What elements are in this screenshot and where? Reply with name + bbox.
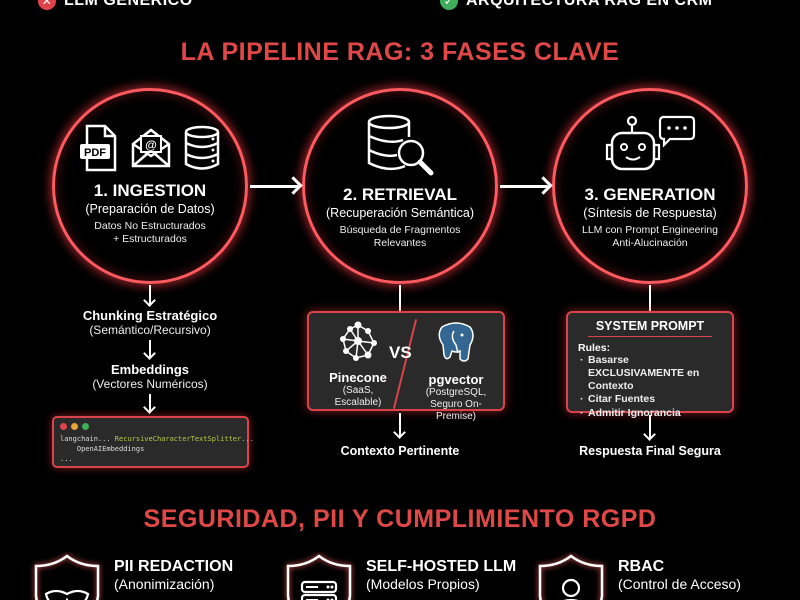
code-token-highlight: RecursiveCharacterTextSplitter... <box>114 435 254 443</box>
phase-description: Búsqueda de Fragmentos Relevantes <box>340 224 461 250</box>
security-item-subtitle: (Modelos Propios) <box>366 576 480 592</box>
step-title: Chunking Estratégico <box>82 308 218 323</box>
desc-line: Búsqueda de Fragmentos <box>339 224 461 236</box>
phase-description: Datos No Estructurados + Estructurados <box>94 220 205 246</box>
rules-label: Rules: <box>578 342 611 354</box>
code-line: OpenAIEmbeddings <box>60 445 145 453</box>
desc-line: LLM con Prompt Engineering <box>582 224 718 236</box>
robot-chat-icon <box>605 115 696 171</box>
database-icon <box>184 125 220 170</box>
desc-line: Relevantes <box>373 237 427 250</box>
email-icon: @ <box>131 128 171 168</box>
arrow-down-icon <box>149 285 151 305</box>
step-title: Embeddings <box>110 362 189 377</box>
step-chunking: Chunking Estratégico (Semántico/Recursiv… <box>50 308 250 337</box>
pgvector-name: pgvector <box>428 372 484 387</box>
header-left-label: LLM GENÉRICO <box>64 0 193 9</box>
rule-item: Citar Fuentes <box>578 393 722 406</box>
arrow-down-icon <box>649 415 651 439</box>
security-item-rbac: RBAC (Control de Acceso) <box>534 552 741 600</box>
security-item-subtitle: (Control de Acceso) <box>618 576 741 592</box>
phase-retrieval: 2. RETRIEVAL (Recuperación Semántica) Bú… <box>302 88 498 284</box>
arrow-down-icon <box>149 340 151 358</box>
header-rag-architecture: ✓ ARQUITECTURA RAG EN CRM <box>440 0 712 10</box>
phase-title: 3. GENERATION <box>584 185 716 204</box>
phase-generation: 3. GENERATION (Síntesis de Respuesta) LL… <box>552 88 748 284</box>
vs-label: VS <box>389 343 412 362</box>
code-snippet: langchain... RecursiveCharacterTextSplit… <box>52 416 254 468</box>
pdf-file-icon: PDF <box>80 124 117 172</box>
phase-description: LLM con Prompt Engineering Anti-Alucinac… <box>582 224 718 250</box>
security-item-pii: PII REDACTION (Anonimización) <box>30 552 233 600</box>
svg-text:@: @ <box>145 138 157 152</box>
security-item-subtitle: (Anonimización) <box>114 576 215 592</box>
vector-db-comparison: Pinecone (SaaS, Escalable) VS pgvector (… <box>307 311 505 422</box>
rule-item: Basarse EXCLUSIVAMENTE en Contexto <box>578 354 722 393</box>
arrow-right-icon <box>500 185 548 188</box>
check-icon: ✓ <box>440 0 458 10</box>
database-search-icon <box>367 114 434 176</box>
arrow-down-icon <box>149 394 151 412</box>
connector-line <box>649 285 651 311</box>
phase-ingestion: PDF @ 1. INGESTION (Preparación de Datos… <box>52 88 248 284</box>
maximize-dot-icon <box>82 423 89 430</box>
network-graph-icon <box>340 321 377 361</box>
security-title: SEGURIDAD, PII Y CUMPLIMIENTO RGPD <box>143 505 657 533</box>
postgresql-elephant-icon <box>438 322 474 362</box>
code-text: langchain... RecursiveCharacterTextSplit… <box>60 434 254 464</box>
arrow-right-icon <box>250 185 298 188</box>
mask-shield-icon <box>34 554 100 600</box>
phase-title: 2. RETRIEVAL <box>343 185 457 204</box>
code-token: langchain... <box>60 435 115 443</box>
system-prompt-title: SYSTEM PROMPT <box>588 319 712 337</box>
code-line: ... <box>60 455 73 463</box>
pinecone-sub: (SaaS, <box>342 385 374 396</box>
phase-subtitle: (Recuperación Semántica) <box>326 206 474 220</box>
security-item-title: SELF-HOSTED LLM <box>366 558 517 575</box>
x-icon: ✕ <box>38 0 56 10</box>
security-item-title: PII REDACTION <box>114 558 234 575</box>
step-subtitle: (Vectores Numéricos) <box>92 377 208 391</box>
security-item-self-hosted: SELF-HOSTED LLM (Modelos Propios) <box>282 552 516 600</box>
pipeline-title: LA PIPELINE RAG: 3 FASES CLAVE <box>180 38 620 66</box>
pgvector-sub: (PostgreSQL, <box>425 387 487 398</box>
security-item-title: RBAC <box>618 558 665 575</box>
step-subtitle: (Semántico/Recursivo) <box>89 323 211 337</box>
arrow-down-icon <box>399 413 401 437</box>
phase-title: 1. INGESTION <box>93 181 207 200</box>
pgvector-option: pgvector (PostgreSQL, Seguro On-Premise) <box>411 321 501 423</box>
phase-subtitle: (Síntesis de Respuesta) <box>583 206 717 220</box>
rule-item: Admitir Ignorancia <box>578 407 722 420</box>
phase-subtitle: (Preparación de Datos) <box>85 202 215 216</box>
close-dot-icon <box>60 423 67 430</box>
window-dots <box>60 423 241 430</box>
header-right-label: ARQUITECTURA RAG EN CRM <box>466 0 713 9</box>
rules-list: Basarse EXCLUSIVAMENTE en Contexto Citar… <box>578 354 722 420</box>
minimize-dot-icon <box>71 423 78 430</box>
svg-text:PDF: PDF <box>84 147 106 159</box>
step-embeddings: Embeddings (Vectores Numéricos) <box>50 362 250 391</box>
pinecone-name: Pinecone <box>329 370 387 385</box>
generation-result: Respuesta Final Segura <box>579 444 721 458</box>
desc-line: Datos No Estructurados <box>94 220 206 232</box>
user-shield-icon <box>538 554 604 600</box>
pinecone-option: Pinecone (SaaS, Escalable) <box>313 321 403 409</box>
pgvector-sub: Seguro On-Premise) <box>430 399 482 422</box>
server-shield-icon <box>286 554 352 600</box>
connector-line <box>399 285 401 311</box>
pinecone-sub: Escalable) <box>334 397 382 408</box>
system-prompt-panel: SYSTEM PROMPT Rules: Basarse EXCLUSIVAME… <box>566 311 734 420</box>
desc-line: Anti-Alucinación <box>612 237 688 250</box>
retrieval-result: Contexto Pertinente <box>340 444 460 458</box>
desc-line: + Estructurados <box>113 233 187 246</box>
header-generic-llm: ✕ LLM GENÉRICO <box>38 0 193 10</box>
